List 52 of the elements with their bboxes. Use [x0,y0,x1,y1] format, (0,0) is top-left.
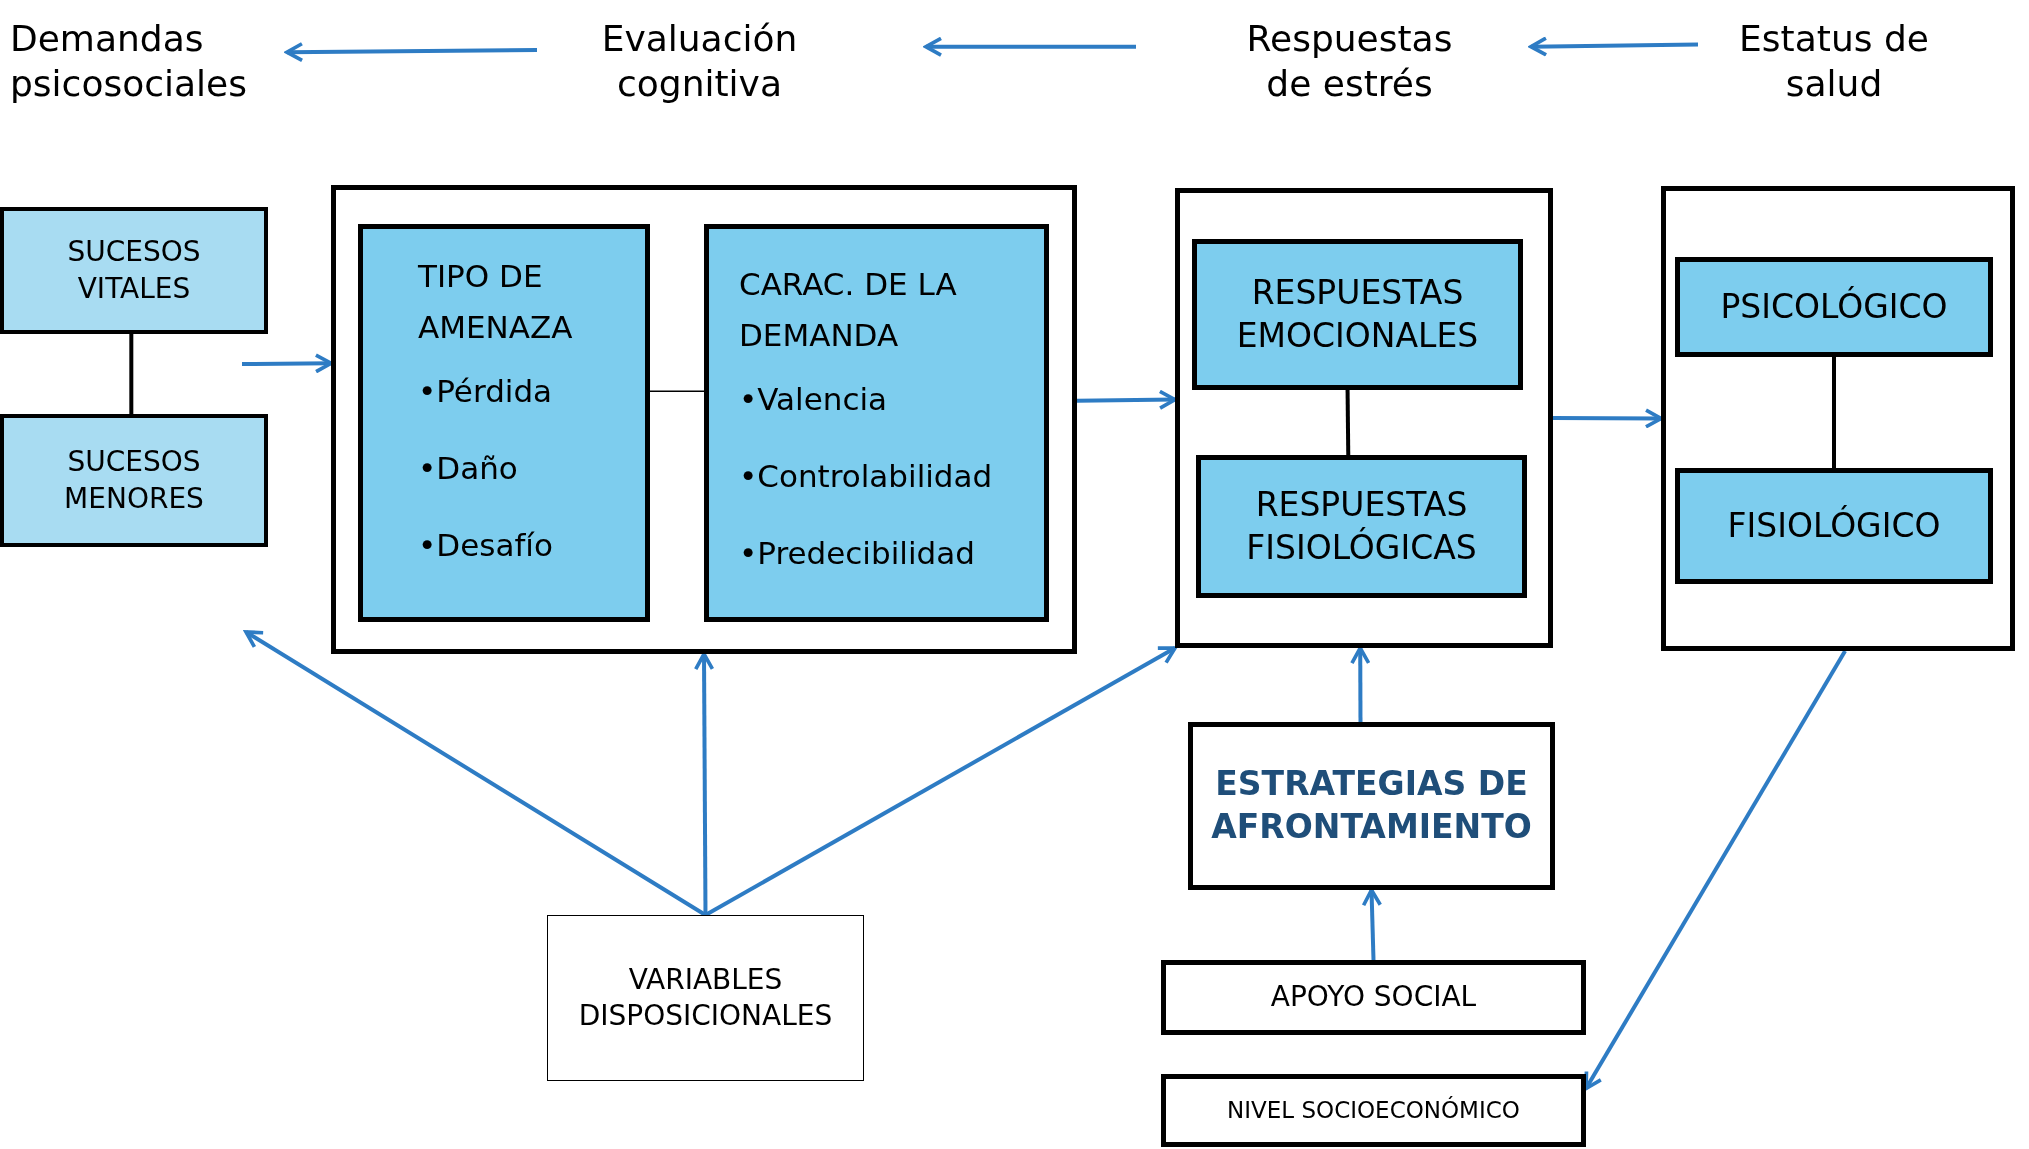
group-frame [1175,188,1553,648]
list-item: •Pérdida [418,372,554,411]
list-item: •Predecibilidad [739,534,976,573]
box-label: PSICOLÓGICO [1720,285,1948,328]
box-label: SUCESOS MENORES [63,444,205,517]
arrow [1584,650,1847,1091]
arrow [1350,646,1371,722]
box-heading: CARAC. DE LA DEMANDA [739,265,958,355]
connector-line [1832,357,1836,468]
process-box [547,915,864,1081]
process-box [358,224,650,622]
box-heading: TIPO DE AMENAZA [418,257,574,347]
box-label: VARIABLES DISPOSICIONALES [577,961,834,1034]
stage-heading: Respuestas de estrés [1245,17,1454,106]
box-label: NIVEL SOCIOECONÓMICO [1227,1095,1520,1125]
connector-line [129,334,134,414]
group-frame [1661,186,2015,651]
box-label: RESPUESTAS EMOCIONALES [1235,271,1480,357]
box-label: ESTRATEGIAS DE AFRONTAMIENTO [1210,763,1533,848]
arrow [1361,888,1383,961]
arrow [1553,408,1663,429]
list-item: •Daño [418,449,519,488]
arrow [285,41,538,63]
list-item: •Desafío [418,526,554,565]
connector-line [649,390,705,392]
stage-heading: Estatus de salud [1738,17,1930,106]
process-box [0,207,268,334]
connector-line [1345,389,1351,456]
process-box [1675,468,1993,584]
process-box [0,414,268,547]
process-box [1675,257,1993,357]
arrow [693,652,715,915]
box-label: FISIOLÓGICO [1727,504,1941,547]
stage-heading: Demandas psicosociales [10,17,248,106]
box-label: RESPUESTAS FISIOLÓGICAS [1245,483,1478,569]
process-box [1192,239,1523,390]
process-box [1161,960,1586,1035]
process-box [704,224,1049,622]
box-label: APOYO SOCIAL [1270,979,1477,1016]
process-box [1188,722,1555,890]
process-box [1161,1074,1586,1147]
process-box [1196,455,1527,598]
arrow [1529,36,1699,57]
arrow [924,36,1136,57]
list-item: •Controlabilidad [739,457,994,496]
stage-heading: Evaluación cognitiva [600,17,799,106]
group-frame [331,185,1077,654]
arrow [704,646,1177,917]
list-item: •Valencia [739,380,889,419]
arrow [1076,389,1177,410]
box-label: SUCESOS VITALES [66,234,202,307]
arrow [241,353,333,374]
